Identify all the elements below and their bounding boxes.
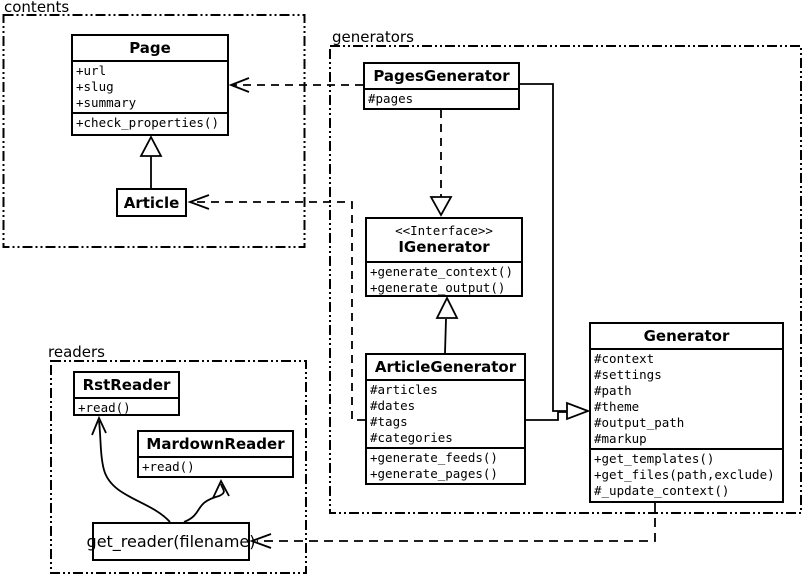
attribute-row: #path [594,383,632,398]
class-title-mardownreader: MardownReader [146,435,285,453]
attributes-articlegenerator: #articles #dates #tags #categories [367,379,524,447]
class-title-pagesgenerator: PagesGenerator [373,67,510,85]
methods-generator: +get_templates() +get_files(path,exclude… [591,448,782,501]
class-header-igenerator: <<Interface>> IGenerator [367,219,521,261]
arrow-open-rstreader [91,415,107,436]
attribute-row: #markup [594,431,647,446]
attribute-row: +summary [76,95,137,110]
class-title-rstreader: RstReader [82,376,171,394]
package-label-contents: contents [4,0,70,16]
class-box-rstreader: RstReader +read() [73,371,180,416]
class-box-page: Page +url +slug +summary +check_properti… [71,34,229,136]
class-box-mardownreader: MardownReader +read() [137,430,294,478]
edge-getreader-to-rstreader [98,420,171,523]
class-box-igenerator: <<Interface>> IGenerator +generate_conte… [365,217,523,297]
stereotype-interface: <<Interface>> [395,223,493,238]
method-row: +check_properties() [76,115,219,130]
arrow-open-article [187,194,210,210]
method-row: +generate_feeds() [370,450,498,465]
package-border-generators [329,45,802,514]
function-box-get-reader: get_reader(filename) [87,522,255,561]
arrow-triangle-igenerator-top [429,196,453,217]
attribute-row: #categories [370,430,453,445]
edge-generator-to-getreader [257,503,656,542]
attribute-row: #theme [594,399,640,414]
package-label-readers: readers [48,343,105,361]
arrow-open-page [228,77,250,93]
attributes-pagesgenerator: #pages [365,88,518,108]
method-row: +generate_context() [370,264,513,279]
class-title-page: Page [129,39,171,57]
attribute-row: #articles [370,382,438,397]
class-box-generator: Generator #context #settings #path #them… [589,322,784,503]
attributes-generator: #context #settings #path #theme #output_… [591,348,782,448]
edge-getreader-to-mardownreader [183,483,225,523]
arrow-triangle-generator [566,401,591,421]
edge-articlegenerator-to-generator [526,411,567,421]
methods-mardownreader: +read() [139,456,292,476]
function-label-get-reader: get_reader(filename) [86,532,256,551]
attribute-row: +url [76,63,107,78]
arrow-triangle-igenerator-bottom [435,295,459,319]
class-box-article: Article [116,188,187,217]
attribute-row: #tags [370,414,408,429]
package-border-readers [50,360,307,574]
methods-igenerator: +generate_context() +generate_output() [367,261,521,295]
attribute-row: +slug [76,79,114,94]
edge-articlegenerator-to-article [192,201,365,421]
edge-articlegenerator-to-igenerator [444,318,447,354]
attribute-row: #settings [594,367,662,382]
methods-rstreader: +read() [75,397,178,414]
arrow-triangle-page [139,135,163,157]
attribute-row: #output_path [594,415,685,430]
method-row: +read() [78,400,131,414]
arrow-open-mardownreader [212,478,230,499]
methods-articlegenerator: +generate_feeds() +generate_pages() [367,447,524,483]
package-border-contents [2,14,306,248]
class-title-articlegenerator: ArticleGenerator [374,358,517,376]
method-row: +get_templates() [594,451,715,466]
package-label-generators: generators [332,28,414,46]
method-row: +get_files(path,exclude) [594,467,775,482]
method-row: #_update_context() [594,483,730,498]
method-row: +generate_pages() [370,466,498,481]
class-box-pagesgenerator: PagesGenerator #pages [363,62,520,110]
method-row: +read() [142,459,195,474]
edge-pagesgenerator-to-generator [520,83,567,412]
class-title-article: Article [123,193,180,212]
attributes-page: +url +slug +summary [73,60,227,112]
class-title-generator: Generator [643,327,730,345]
attribute-row: #context [594,351,655,366]
method-row: +generate_output() [370,280,506,295]
arrow-open-getreader [249,533,272,549]
attribute-row: #pages [368,91,414,106]
class-box-articlegenerator: ArticleGenerator #articles #dates #tags … [365,353,526,485]
methods-page: +check_properties() [73,112,227,134]
attribute-row: #dates [370,398,416,413]
class-title-igenerator: IGenerator [398,238,490,256]
